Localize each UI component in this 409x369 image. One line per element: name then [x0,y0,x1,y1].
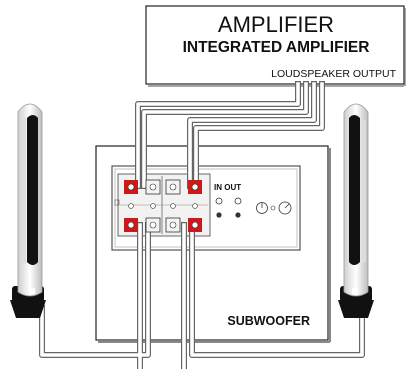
amplifier-subtitle: INTEGRATED AMPLIFIER [183,39,370,56]
binding-post-icon [188,218,202,232]
subwoofer-label: SUBWOOFER [227,314,310,328]
binding-post-icon [124,218,138,232]
amplifier-title: AMPLIFIER [218,12,334,37]
left-loudspeaker-icon [10,103,46,318]
in-connector-icon [215,197,223,205]
right-loudspeaker-icon [338,103,374,318]
binding-post-icon [165,179,181,195]
binding-post-icon [145,179,161,195]
binding-post-icon [124,180,138,194]
amplifier-box: AMPLIFIER INTEGRATED AMPLIFIER LOUDSPEAK… [145,5,406,87]
led-indicator-icon [235,212,241,218]
knob-small-icon [270,205,276,211]
binding-post-icon [188,180,202,194]
binding-post-icon [145,217,161,233]
led-indicator-icon [216,212,222,218]
binding-post-icon [165,217,181,233]
panel-in-out-label: IN OUT [214,183,241,192]
binding-posts [124,179,202,233]
panel-marker-icon [114,199,120,206]
loudspeaker-output-label: LOUDSPEAKER OUTPUT [271,68,396,80]
speaker-cables [39,81,365,369]
out-connector-icon [234,197,242,205]
